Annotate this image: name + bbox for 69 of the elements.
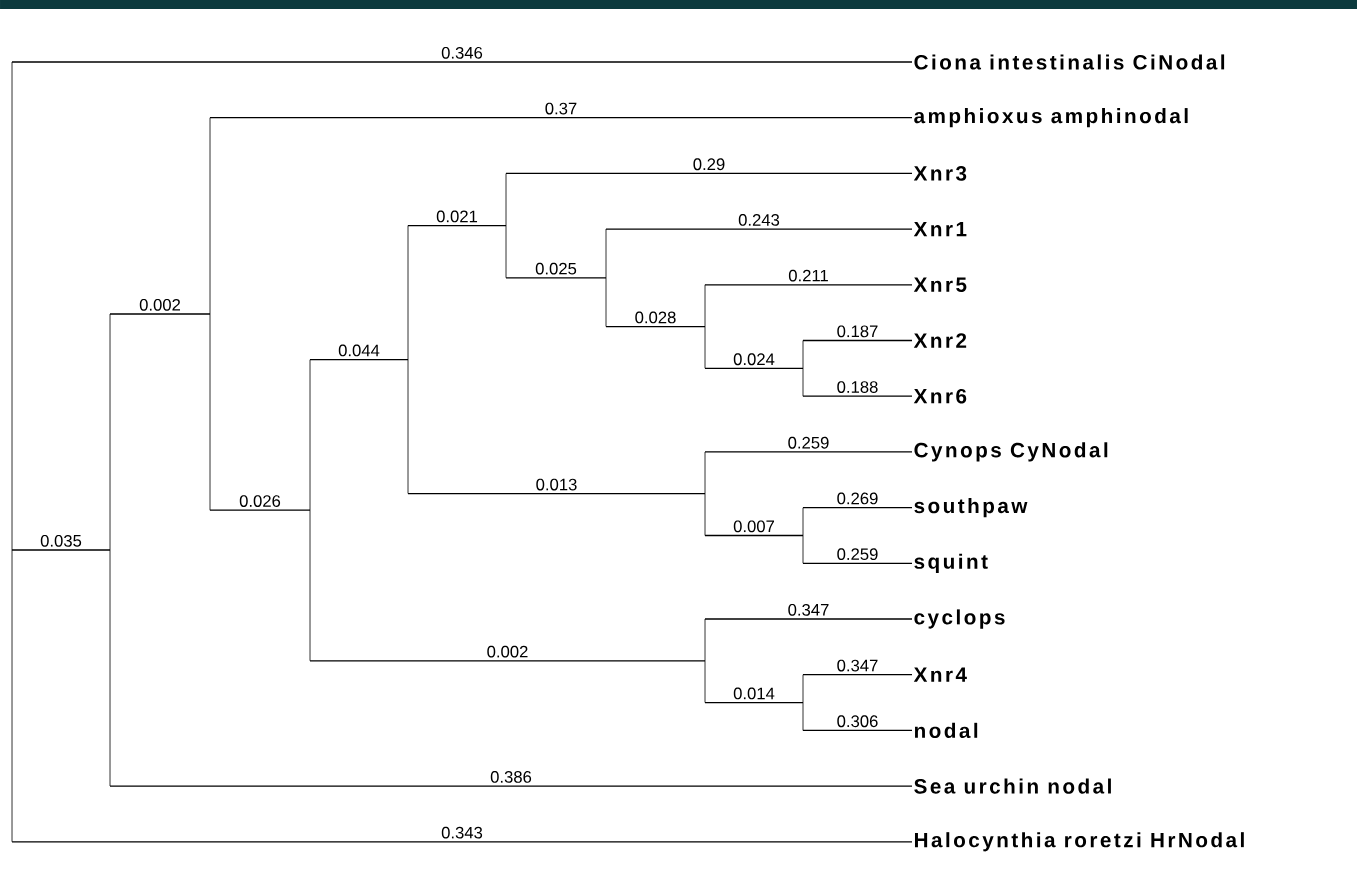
- branch-length: 0.269: [837, 492, 878, 505]
- branch-line: [704, 701, 804, 704]
- branch-line: [802, 674, 913, 676]
- leaf-label: amphioxus amphinodal: [914, 108, 1188, 128]
- branch-line: [605, 325, 706, 328]
- branch-line: [109, 313, 211, 315]
- branch-length: 0.29: [693, 158, 725, 171]
- leaf-label: southpaw: [914, 497, 1028, 518]
- branch-line: [704, 284, 913, 286]
- branch-length: 0.346: [441, 46, 483, 59]
- branch-length: 0.343: [441, 826, 483, 839]
- leaf-label: Halocynthia roretzi HrNodal: [915, 832, 1244, 852]
- branch-line: [309, 660, 706, 662]
- branch-length: 0.187: [837, 325, 878, 338]
- branch-line: [407, 493, 706, 495]
- leaf-label: squint: [914, 553, 988, 573]
- branch-line: [802, 339, 913, 342]
- branch-length: 0.211: [788, 269, 828, 282]
- branch-line: [11, 61, 913, 63]
- leaf-label: nodal: [914, 722, 978, 738]
- branch-length: 0.259: [788, 436, 829, 449]
- leaf-label: Xnr1: [913, 222, 967, 237]
- branch-length: 0.37: [545, 102, 577, 115]
- branch-length: 0.259: [837, 548, 878, 561]
- leaf-label: Xnr2: [913, 333, 967, 348]
- branch-line: [11, 841, 913, 843]
- branch-line: [407, 224, 507, 227]
- branch-line: [309, 358, 409, 361]
- branch-line: [505, 277, 607, 279]
- branch-length: 0.044: [338, 344, 380, 357]
- branch-line: [704, 367, 804, 370]
- branch-length: 0.386: [490, 771, 532, 783]
- leaf-label: cyclops: [914, 609, 1005, 629]
- branch-line: [505, 172, 913, 175]
- branch-line: [109, 785, 913, 787]
- branch-length: 0.024: [733, 353, 775, 366]
- branch-length: 0.347: [837, 659, 878, 672]
- leaf-label: Xnr6: [913, 388, 967, 404]
- branch-length: 0.002: [139, 298, 180, 311]
- branch-line: [11, 549, 111, 551]
- branch-line: [802, 506, 913, 509]
- branch-length: 0.026: [239, 495, 281, 507]
- branch-length: 0.025: [535, 262, 577, 275]
- branch-line: [605, 228, 913, 230]
- leaf-label: Xnr4: [913, 667, 967, 682]
- leaf-label: Xnr3: [913, 166, 967, 181]
- branch-line: [704, 451, 913, 453]
- leaf-label: Sea urchin nodal: [914, 778, 1111, 794]
- branch-length: 0.188: [837, 381, 878, 393]
- leaf-label: Ciona intestinalis CiNodal: [914, 54, 1225, 70]
- branch-length: 0.014: [733, 687, 775, 700]
- branch-length: 0.306: [837, 715, 878, 728]
- branch-line: [704, 618, 913, 620]
- branch-line: [802, 729, 913, 732]
- branch-length: 0.002: [487, 645, 528, 658]
- branch-line: [704, 534, 804, 537]
- leaf-label: Cynops CyNodal: [914, 442, 1108, 462]
- branch-length: 0.243: [738, 214, 780, 226]
- branch-length: 0.007: [733, 520, 774, 533]
- branch-length: 0.035: [40, 534, 82, 547]
- branch-length: 0.028: [635, 311, 676, 324]
- branch-line: [209, 509, 311, 511]
- leaf-label: Xnr5: [913, 277, 967, 292]
- branch-length: 0.013: [536, 478, 577, 491]
- branch-line: [802, 562, 913, 564]
- branch-length: 0.021: [436, 210, 478, 223]
- branch-length: 0.347: [788, 603, 829, 616]
- branch-line: [209, 117, 913, 119]
- branch-line: [802, 395, 913, 397]
